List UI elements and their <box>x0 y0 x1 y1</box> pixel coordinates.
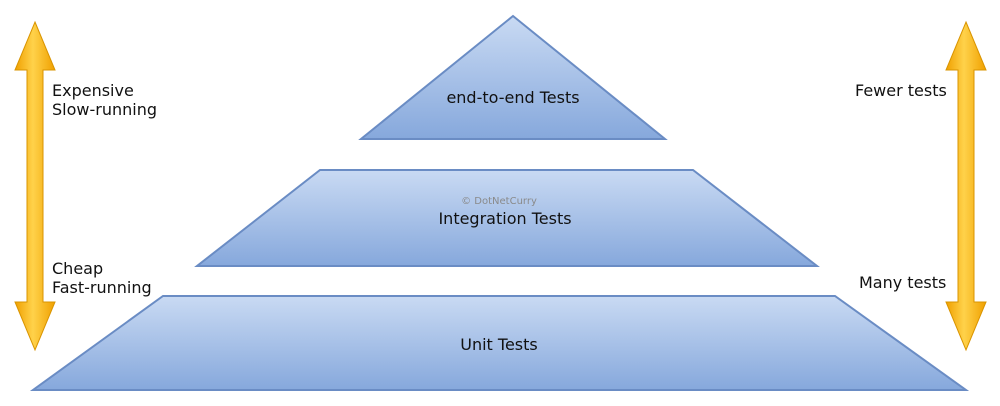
tier-unit-shape <box>29 295 970 391</box>
left-top-line-1: Expensive <box>52 81 134 100</box>
tier-integration-label: Integration Tests <box>438 209 572 228</box>
left-top-label: Expensive Slow-running <box>52 81 157 119</box>
tier-integration-shape <box>194 169 820 267</box>
watermark: © DotNetCurry <box>461 196 537 207</box>
left-bottom-line-2: Fast-running <box>52 278 152 297</box>
left-double-arrow <box>14 20 56 352</box>
tier-unit-label: Unit Tests <box>460 335 538 354</box>
tier-e2e-label: end-to-end Tests <box>446 88 580 107</box>
left-bottom-label: Cheap Fast-running <box>52 259 152 297</box>
left-top-line-2: Slow-running <box>52 100 157 119</box>
right-bottom-label: Many tests <box>859 273 947 292</box>
right-double-arrow <box>945 20 987 352</box>
tier-e2e-shape <box>358 14 668 140</box>
left-bottom-line-1: Cheap <box>52 259 104 278</box>
right-top-label: Fewer tests <box>855 81 947 100</box>
